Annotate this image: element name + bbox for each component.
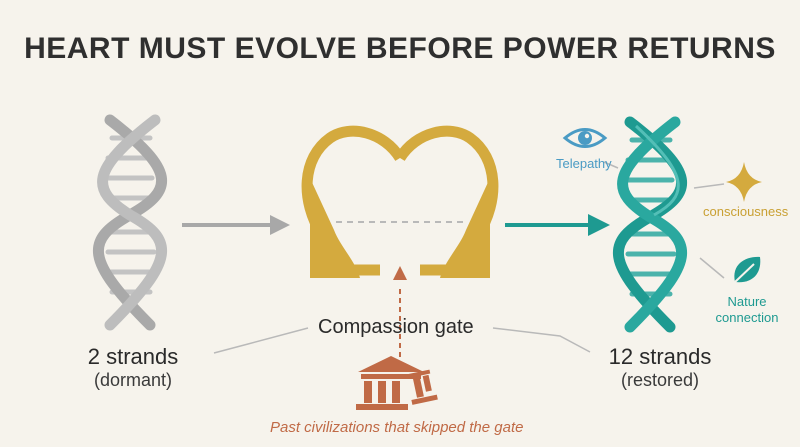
consciousness-label: consciousness <box>703 204 789 219</box>
nature-label-line1: Nature <box>727 294 767 309</box>
telepathy-label: Telepathy <box>556 156 612 171</box>
compassion-gate-label: Compassion gate <box>318 316 474 338</box>
dashed-arrow-up <box>393 266 407 357</box>
leaf-icon <box>734 256 761 283</box>
dna-helix-dormant <box>92 114 168 331</box>
label-connectors <box>213 327 591 354</box>
dna-helix-restored <box>612 116 688 333</box>
dormant-sublabel: (dormant) <box>93 370 173 390</box>
ruined-temple-icon <box>356 356 438 410</box>
arrow-to-gate <box>182 215 290 235</box>
eye-icon <box>562 128 608 148</box>
ability-connectors <box>603 161 725 279</box>
dormant-strands-label: 2 strands <box>87 344 179 369</box>
past-civilizations-label: Past civilizations that skipped the gate <box>270 419 524 436</box>
diagram-title: HEART MUST EVOLVE BEFORE POWER RETURNS <box>24 32 776 65</box>
sparkle-icon <box>726 162 762 202</box>
nature-label-line2: connection <box>715 310 779 325</box>
restored-strands-label: 12 strands <box>608 344 712 369</box>
heart-gate <box>301 125 499 278</box>
arrow-to-restored <box>505 214 610 236</box>
restored-sublabel: (restored) <box>620 370 700 390</box>
